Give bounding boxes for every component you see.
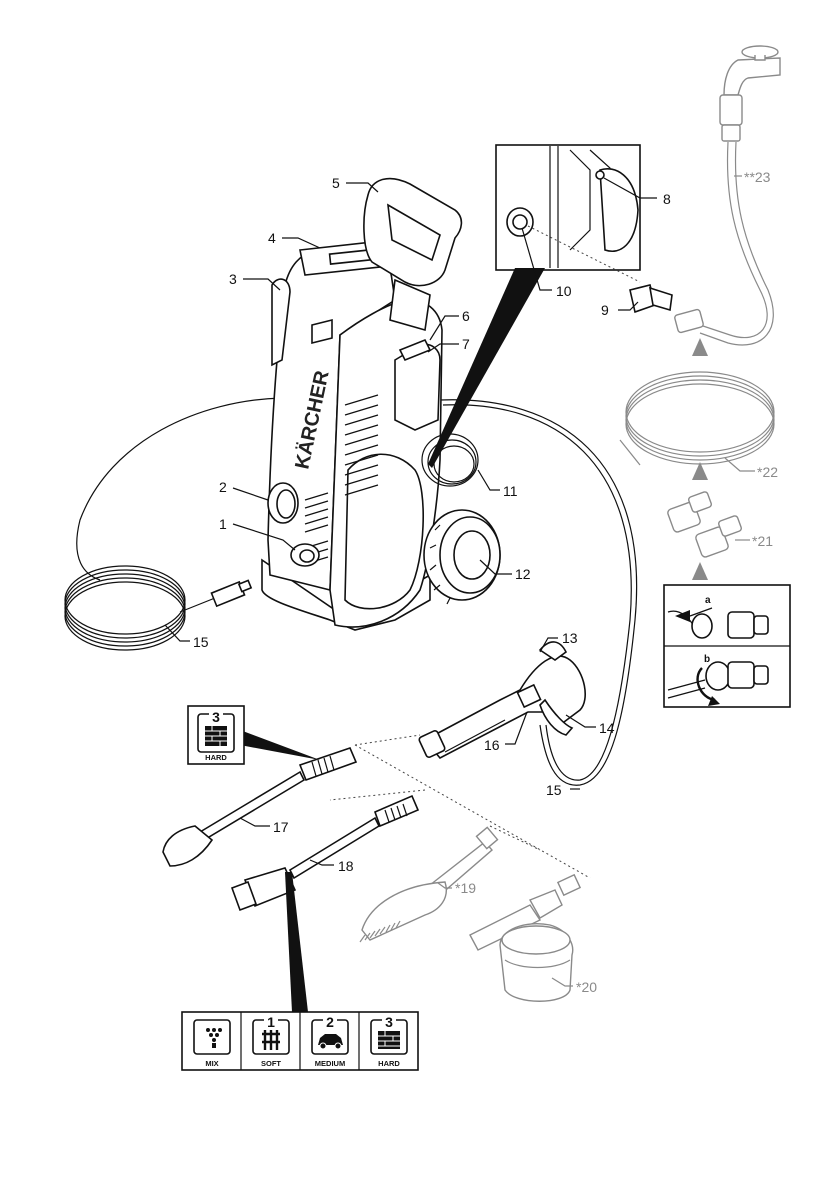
- step-a-label: a: [705, 595, 711, 606]
- badge-hard-text: HARD: [378, 1059, 400, 1068]
- callout-22: *22: [757, 464, 778, 480]
- arrow-up-icon: [692, 338, 708, 356]
- callout-17: 17: [273, 819, 289, 835]
- vario-badge-pointer: [285, 872, 308, 1012]
- badge-soft-number: 1: [267, 1014, 275, 1030]
- badge-medium-number: 2: [326, 1014, 334, 1030]
- inset-pointer: [428, 268, 545, 468]
- vario-power-lance: [232, 796, 418, 910]
- water-inlet-detail-inset: [496, 145, 640, 282]
- water-tap: [724, 46, 780, 95]
- power-cable: [77, 398, 282, 580]
- callout-11: 11: [503, 483, 518, 499]
- power-cable-coil: [65, 566, 185, 650]
- badge-mix-text: MIX: [205, 1059, 218, 1068]
- callout-16: 16: [484, 737, 500, 753]
- garden-hose-coil: [620, 372, 774, 465]
- callout-14: 14: [599, 720, 615, 736]
- callout-2: 2: [219, 479, 227, 495]
- callout-6: 6: [462, 308, 470, 324]
- badge-hard-number: 3: [385, 1014, 393, 1030]
- coupling-instructions: a b: [664, 585, 790, 707]
- high-pressure-outlet[interactable]: [291, 544, 319, 566]
- water-inlet-coupling: [630, 285, 672, 312]
- callout-21: *21: [752, 533, 773, 549]
- badge-text: HARD: [205, 753, 227, 762]
- callout-20: *20: [576, 979, 597, 995]
- badge-medium-text: MEDIUM: [315, 1059, 345, 1068]
- brick-wall-icon: [205, 726, 227, 746]
- power-switch[interactable]: [268, 483, 298, 523]
- power-plug: [180, 580, 251, 612]
- callout-23: **23: [744, 169, 771, 185]
- callout-12: 12: [515, 566, 531, 582]
- callout-19: *19: [455, 880, 476, 896]
- hose-holder: [395, 340, 440, 430]
- callout-4: 4: [268, 230, 276, 246]
- callout-7: 7: [462, 336, 470, 352]
- logo-badge: [312, 320, 332, 343]
- step-b-label: b: [704, 654, 710, 665]
- callout-8: 8: [663, 191, 671, 207]
- wheel: [424, 510, 500, 604]
- callout-15-cable: 15: [193, 634, 209, 650]
- callout-9: 9: [601, 302, 609, 318]
- foam-nozzle: [470, 875, 580, 1001]
- hard-badge-pointer: [240, 730, 320, 760]
- fence-icon: [262, 1030, 280, 1050]
- badge-medium: 2 MEDIUM: [312, 1014, 348, 1068]
- brick-wall-icon: [378, 1031, 400, 1049]
- callout-13: 13: [562, 630, 578, 646]
- callout-18: 18: [338, 858, 354, 874]
- callout-5: 5: [332, 175, 340, 191]
- pressure-setting-badge-hard: 3 HARD: [188, 706, 244, 764]
- hose-couplings: [667, 491, 742, 558]
- callout-10: 10: [556, 283, 572, 299]
- callout-1: 1: [219, 516, 227, 532]
- callout-3: 3: [229, 271, 237, 287]
- trigger-gun: [418, 642, 585, 758]
- callout-15-hose: 15: [546, 782, 562, 798]
- badge-number: 3: [212, 709, 220, 725]
- badge-soft-text: SOFT: [261, 1059, 281, 1068]
- pressure-setting-badges: MIX 1 SOFT 2 MEDIUM: [182, 1012, 418, 1070]
- wash-brush: [360, 827, 498, 942]
